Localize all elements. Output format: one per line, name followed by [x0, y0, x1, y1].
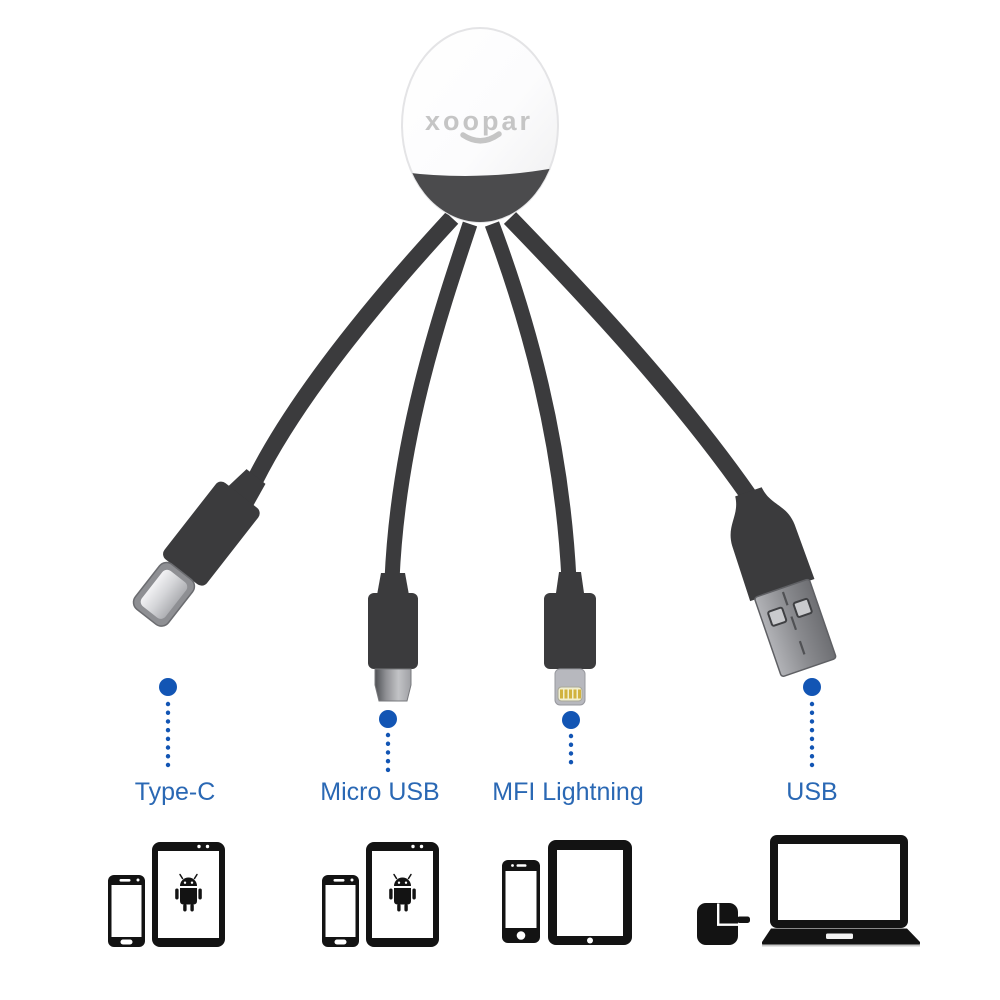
usb-pointer-dot [803, 678, 821, 696]
device-icons [107, 835, 920, 948]
micro-usb-metal-tip [374, 668, 412, 702]
micro-usb-label: Micro USB [320, 778, 439, 806]
annotation-mfi-lightning: MFI Lightning [492, 711, 644, 806]
device-group-mfi-lightning [502, 840, 632, 945]
ipad-icon [548, 840, 632, 945]
type-c-connector [132, 469, 266, 627]
micro-usb-cable [384, 221, 478, 581]
cables [247, 212, 756, 581]
micro-usb-pointer-dot [379, 710, 397, 728]
type-c-pointer-dot [159, 678, 177, 696]
device-group-type-c [107, 841, 226, 948]
mfi-lightning-connector [544, 572, 596, 706]
usb-connector [730, 487, 837, 678]
device-group-micro-usb [321, 841, 440, 948]
mfi-lightning-label: MFI Lightning [492, 778, 643, 806]
annotation-usb: USB [786, 678, 838, 806]
device-group-usb [697, 835, 920, 947]
brand-logo-smile [460, 131, 502, 144]
wall-charger-icon [697, 903, 750, 945]
annotation-type-c: Type-C [135, 678, 216, 806]
micro-usb-connector [368, 573, 418, 702]
annotation-micro-usb: Micro USB [320, 710, 440, 806]
usb-cable [503, 212, 756, 501]
brand-logo-text: xoopar [425, 106, 533, 136]
type-c-label: Type-C [135, 778, 216, 806]
type-c-cable [247, 212, 459, 484]
cable-hub-head: xoopar [401, 27, 559, 223]
usb-label: USB [786, 778, 837, 806]
lightning-contacts [557, 686, 583, 702]
iphone-icon [502, 860, 540, 943]
mfi-lightning-cable [484, 221, 577, 581]
laptop-icon [762, 835, 920, 947]
mfi-lightning-pointer-dot [562, 711, 580, 729]
